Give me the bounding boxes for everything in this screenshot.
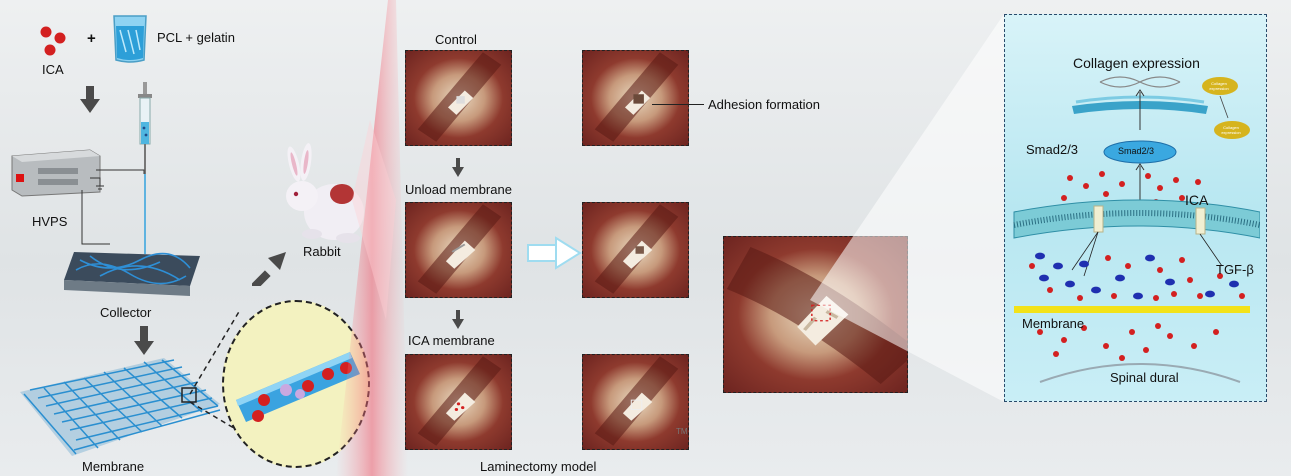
tgf-beta-label: TGF-β [1216,262,1254,277]
surgery-photo-control-result [582,50,689,146]
membrane-label: Membrane [82,459,144,474]
surgery-photo-unload [405,202,512,298]
collagen-oval-1-label: Collagen expression [1206,81,1232,91]
ica-mech-label: ICA [1185,192,1208,208]
transition-arrow-icon [526,236,582,270]
collagen-expression-title: Collagen expression [1073,55,1200,71]
beaker-icon [110,12,150,64]
smad-label: Smad2/3 [1026,142,1078,157]
mechanism-diagram [1010,70,1260,400]
pcl-gelatin-label: PCL + gelatin [157,30,235,45]
down-arrow-icon [452,310,464,330]
down-arrow-icon [80,86,100,114]
unload-membrane-label: Unload membrane [405,182,512,197]
surgery-photo-ica-result [582,354,689,450]
ica-label: ICA [42,62,64,77]
ica-drops-icon [36,24,76,60]
collagen-oval-2-label: Collagen expression [1218,125,1244,135]
plus-sign: + [87,30,96,47]
collector-label: Collector [100,305,151,320]
control-label: Control [435,32,477,47]
membrane-mech-label: Membrane [1022,316,1084,331]
adhesion-pointer [652,104,704,105]
diagonal-arrow-icon [252,250,288,286]
surgery-photo-control [405,50,512,146]
tm-mark: TM [676,427,688,436]
smad-oval-label: Smad2/3 [1118,146,1154,156]
surgery-photo-unload-result [582,202,689,298]
down-arrow-icon [452,158,464,178]
laminectomy-model-label: Laminectomy model [480,459,596,474]
zoom-light-cone [780,0,1020,476]
spinal-dural-label: Spinal dural [1110,370,1179,385]
ica-membrane-label: ICA membrane [408,333,495,348]
surgery-photo-ica [405,354,512,450]
